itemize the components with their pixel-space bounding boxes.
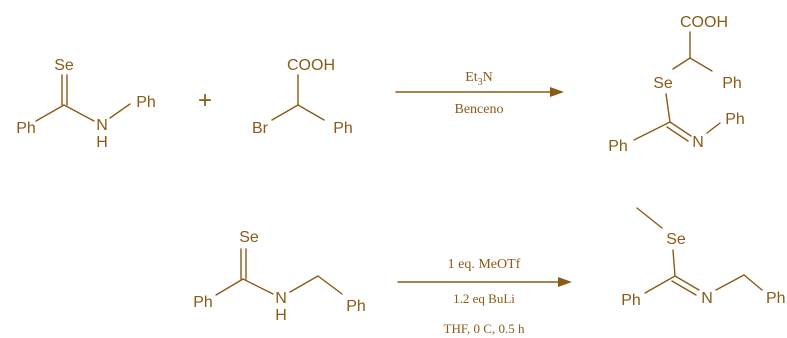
reaction-arrow-2: 1 eq. MeOTf 1.2 eq BuLi THF, 0 C, 0.5 h [397,257,572,336]
plus-sign: + [198,87,212,114]
c-ph-bond [633,121,671,141]
product-2: Se Ph N Ph [621,207,786,309]
atom-n: N [692,134,704,151]
atom-h: H [275,307,287,324]
c-n-bond [242,278,274,295]
reactant-selenoamide-2: Se Ph N H Ph [193,229,366,324]
condition-line-2: 1.2 eq BuLi [453,291,515,306]
c-n-double-bond-b [666,126,689,142]
atom-ph-left: Ph [193,294,213,311]
atom-ph-c: Ph [608,138,628,155]
atom-ph-n: Ph [725,111,745,128]
group-cooh: COOH [287,57,335,74]
c-n-double-bond-a [669,121,692,137]
n-ch2-bond [289,275,319,293]
c-n-bond [63,104,95,122]
atom-ph-ch: Ph [722,75,742,92]
atom-se: Se [666,231,686,248]
atom-se: Se [653,75,673,92]
atom-n: N [701,290,713,307]
ch-ph-bond [689,57,713,72]
atom-se: Se [54,57,74,74]
reaction-arrow-1: Et3N Benceno [395,70,564,117]
atom-ph-right: Ph [136,94,156,111]
arrow-head [550,87,564,97]
ch-br-bond [271,104,299,121]
atom-n: N [275,290,287,307]
group-cooh: COOH [680,14,728,31]
n-ch2-bond [715,274,745,291]
n-ph-bond [706,122,721,134]
condition-above: Et3N [465,70,493,88]
c-ph-bond [644,275,676,294]
reactant-bromophenylacetic-acid: COOH Br Ph [252,57,353,137]
ch2-ph-bond [317,275,343,295]
se-c-bond [672,249,676,277]
c-n-double-bond-a [674,275,700,291]
se-c-bond [665,93,671,123]
c-n-double-bond-b [671,280,697,296]
atom-br: Br [252,120,269,137]
atom-ph-right: Ph [346,298,366,315]
methyl-se-bond [636,207,663,229]
ch-ph-bond [297,104,325,121]
atom-h: H [96,134,108,151]
condition-line-3: THF, 0 C, 0.5 h [444,321,525,336]
atom-ph-right: Ph [766,290,786,307]
arrow-head [558,277,572,287]
atom-se: Se [239,229,259,246]
c-ph-bond [215,278,244,296]
ch-se-bond [672,57,691,70]
ch2-ph-bond [743,274,763,291]
condition-below: Benceno [455,102,504,117]
product-1: COOH Se Ph Ph N Ph [608,14,745,155]
atom-ph-c: Ph [621,292,641,309]
condition-line-1: 1 eq. MeOTf [448,257,521,272]
reactant-selenoamide-1: Se Ph N H Ph [16,57,156,151]
c-ph-bond [35,104,65,122]
n-ph-bond [109,103,131,119]
atom-ph-left: Ph [16,120,36,137]
atom-n: N [96,117,108,134]
atom-ph: Ph [333,120,353,137]
